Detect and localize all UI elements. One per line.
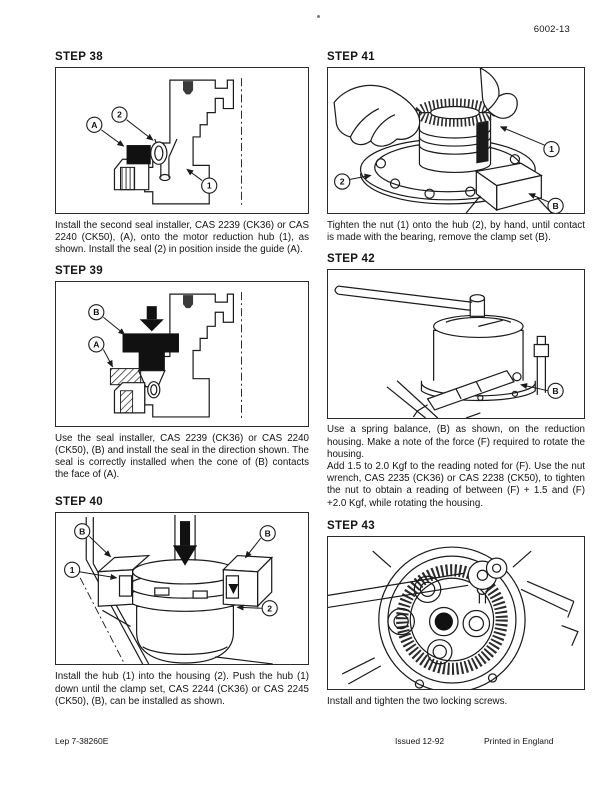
step-41-figure: 1 2 B: [327, 67, 585, 214]
step-42-section: STEP 42: [327, 253, 585, 509]
step-38-figure: A 2 1: [55, 67, 309, 214]
center-bore: [434, 612, 453, 631]
seal-installer-block: [126, 145, 151, 165]
step-43-section: STEP 43: [327, 520, 585, 708]
callout-2: 2: [236, 600, 278, 617]
step-41-title: STEP 41: [327, 51, 375, 63]
step-43-title: STEP 43: [327, 519, 375, 532]
svg-text:2: 2: [117, 110, 122, 120]
svg-text:A: A: [93, 339, 99, 349]
svg-text:2: 2: [340, 177, 345, 187]
hatched-post: [120, 166, 136, 191]
callout-2: 2: [111, 106, 154, 141]
callout-B-right: B: [244, 525, 276, 559]
svg-text:B: B: [552, 201, 558, 211]
svg-text:B: B: [552, 386, 558, 396]
page-number: 6002-13: [533, 24, 570, 35]
housing-cylinder: [136, 606, 235, 665]
hub-cylinder: [418, 112, 492, 174]
svg-text:1: 1: [70, 565, 75, 575]
step-39-title: STEP 39: [55, 264, 103, 277]
svg-text:B: B: [79, 527, 85, 537]
step-42-title: STEP 42: [327, 253, 375, 266]
svg-text:A: A: [91, 120, 97, 130]
callout-B: B: [88, 303, 126, 335]
hub-press-drawing: B B 1 2: [64, 515, 278, 665]
step-43-body: Install and tighten the two locking scre…: [327, 695, 508, 707]
callout-1: 1: [499, 126, 560, 158]
step-39-body: Use the seal installer, CAS 2239 (CK36) …: [55, 432, 309, 481]
left-hand: [333, 84, 421, 147]
seal-ring: [150, 141, 168, 165]
locking-screws-drawing: [328, 546, 579, 689]
nut-tightening-drawing: 1 2 B: [333, 68, 564, 213]
bolt-recess: [183, 81, 194, 95]
footer-printed-in: Printed in England: [484, 736, 554, 746]
column-left: STEP 38: [55, 51, 309, 708]
footer-form-code: Lep 7-38260E: [55, 736, 109, 746]
step-42-figure: B: [327, 269, 585, 420]
push-arrow: [179, 521, 191, 546]
callout-1: 1: [186, 168, 218, 194]
step-41-section: STEP 41: [327, 51, 585, 244]
callout-2: 2: [334, 173, 372, 190]
svg-text:B: B: [93, 307, 99, 317]
handle-bar: [334, 286, 339, 296]
callout-B: B: [528, 193, 564, 213]
step-40-figure: B B 1 2: [55, 512, 309, 666]
spring-balance: [426, 370, 515, 412]
svg-text:1: 1: [207, 181, 212, 191]
step-40-title: STEP 40: [55, 496, 103, 509]
callout-B-left: B: [74, 523, 112, 558]
step-39-section: STEP 39: [55, 265, 309, 482]
scan-artifact-dot: [317, 15, 320, 18]
callout-A: A: [86, 116, 125, 147]
column-right: STEP 41: [327, 51, 585, 708]
step-39-figure: B A: [55, 280, 309, 427]
hub-body-outline: [144, 79, 235, 205]
callout-B: B: [520, 383, 564, 400]
svg-text:1: 1: [549, 144, 554, 154]
step-38-section: STEP 38: [55, 51, 309, 257]
dark-band: [476, 120, 489, 164]
footer-issued-date: Issued 12-92: [395, 736, 445, 746]
installer-tool: [122, 332, 179, 371]
drum-cap: [433, 315, 524, 339]
step-42-body: Use a spring balance, (B) as shown, on t…: [327, 424, 585, 460]
step-38-body: Install the second seal installer, CAS 2…: [55, 220, 309, 256]
callout-1: 1: [64, 562, 118, 581]
step-43-figure: [327, 535, 585, 690]
svg-text:B: B: [265, 529, 271, 539]
spring-balance-drawing: B: [334, 285, 564, 419]
step-41-body: Tighten the nut (1) onto the hub (2), by…: [327, 220, 585, 244]
step-38-title: STEP 38: [55, 51, 103, 63]
page-footer: Lep 7-38260E Issued 12-92 Printed in Eng…: [0, 736, 614, 750]
step-42-body2: Add 1.5 to 2.0 Kgf to the reading noted …: [327, 461, 585, 509]
step-40-body: Install the hub (1) into the housing (2)…: [55, 671, 309, 707]
callout-A: A: [88, 335, 113, 368]
press-arrow: [146, 305, 157, 319]
step-40-section: STEP 40: [55, 496, 309, 708]
hub-cross-section-drawing: A 2 1: [86, 78, 242, 206]
seal-installer-drawing: B A: [88, 291, 242, 419]
svg-text:2: 2: [267, 604, 272, 614]
